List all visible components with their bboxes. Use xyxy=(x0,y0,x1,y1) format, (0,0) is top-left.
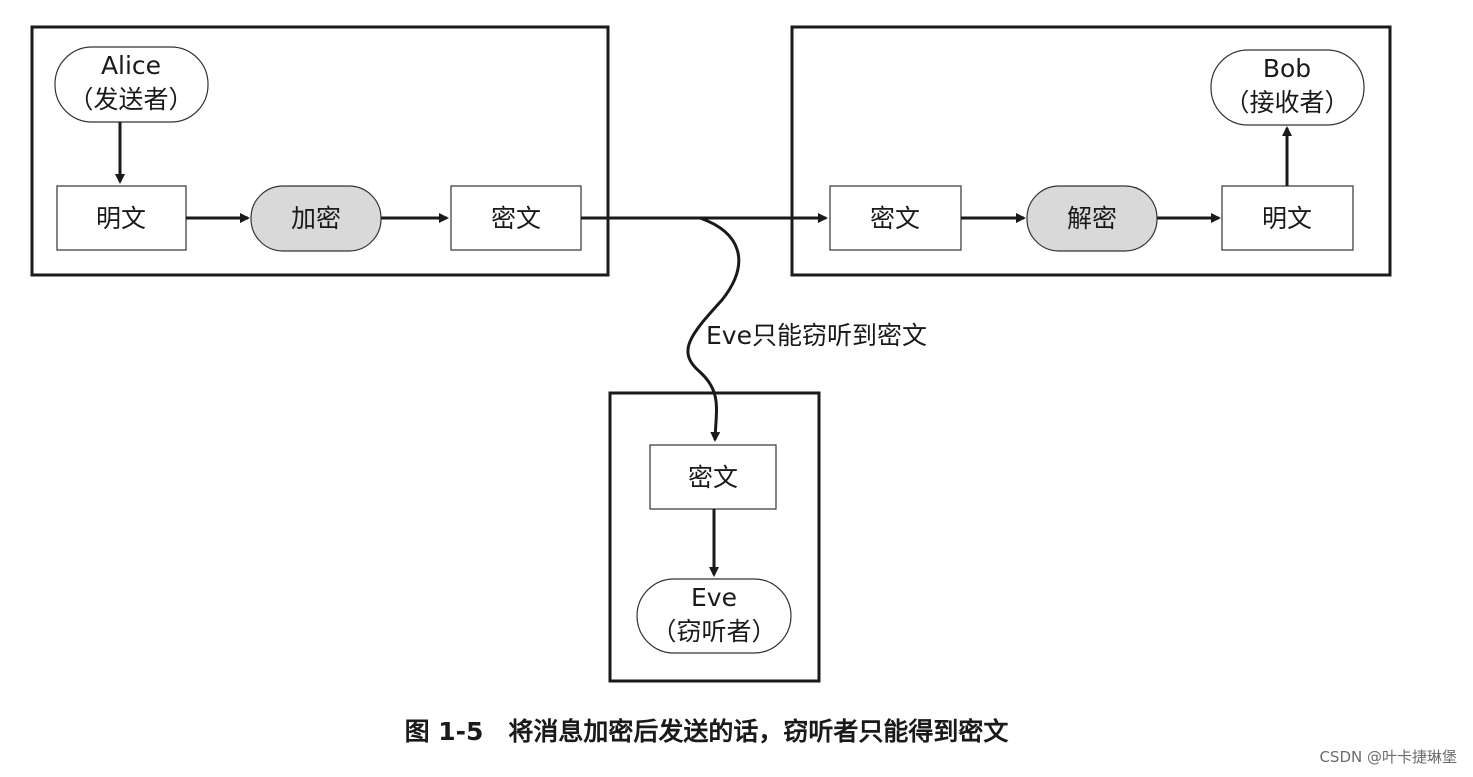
receiver-plaintext-box xyxy=(1221,185,1354,251)
encrypt-label: 加密 xyxy=(291,204,341,233)
alice-node xyxy=(54,46,209,123)
receiver-ciphertext-label: 密文 xyxy=(870,204,920,233)
sender-plaintext-label: 明文 xyxy=(96,204,146,233)
eve-name: Eve xyxy=(691,583,737,612)
receiver-frame xyxy=(790,25,1392,277)
bob-node xyxy=(1210,49,1365,126)
sender-plaintext-box xyxy=(56,185,187,251)
sender-ciphertext-box xyxy=(450,185,582,251)
sender-frame xyxy=(30,25,610,277)
receiver-plaintext-label: 明文 xyxy=(1262,204,1312,233)
sender-ciphertext-label: 密文 xyxy=(491,204,541,233)
decrypt-label: 解密 xyxy=(1067,204,1117,233)
bob-name: Bob xyxy=(1263,54,1311,83)
alice-name: Alice xyxy=(101,51,161,80)
eve-ciphertext-box xyxy=(649,444,777,510)
receiver-ciphertext-box xyxy=(829,185,962,251)
figure-caption: 图 1-5 将消息加密后发送的话，窃听者只能得到密文 xyxy=(404,717,1009,746)
eavesdrop-branch-arrow xyxy=(686,216,741,442)
watermark: CSDN @叶卡捷琳堡 xyxy=(1319,748,1457,766)
eavesdrop-note: Eve只能窃听到密文 xyxy=(706,321,927,350)
bob-role: （接收者） xyxy=(1224,88,1349,117)
eve-node xyxy=(636,578,792,654)
alice-role: （发送者） xyxy=(68,85,193,114)
eve-role: （窃听者） xyxy=(651,617,776,646)
eve-ciphertext-label: 密文 xyxy=(688,463,738,492)
